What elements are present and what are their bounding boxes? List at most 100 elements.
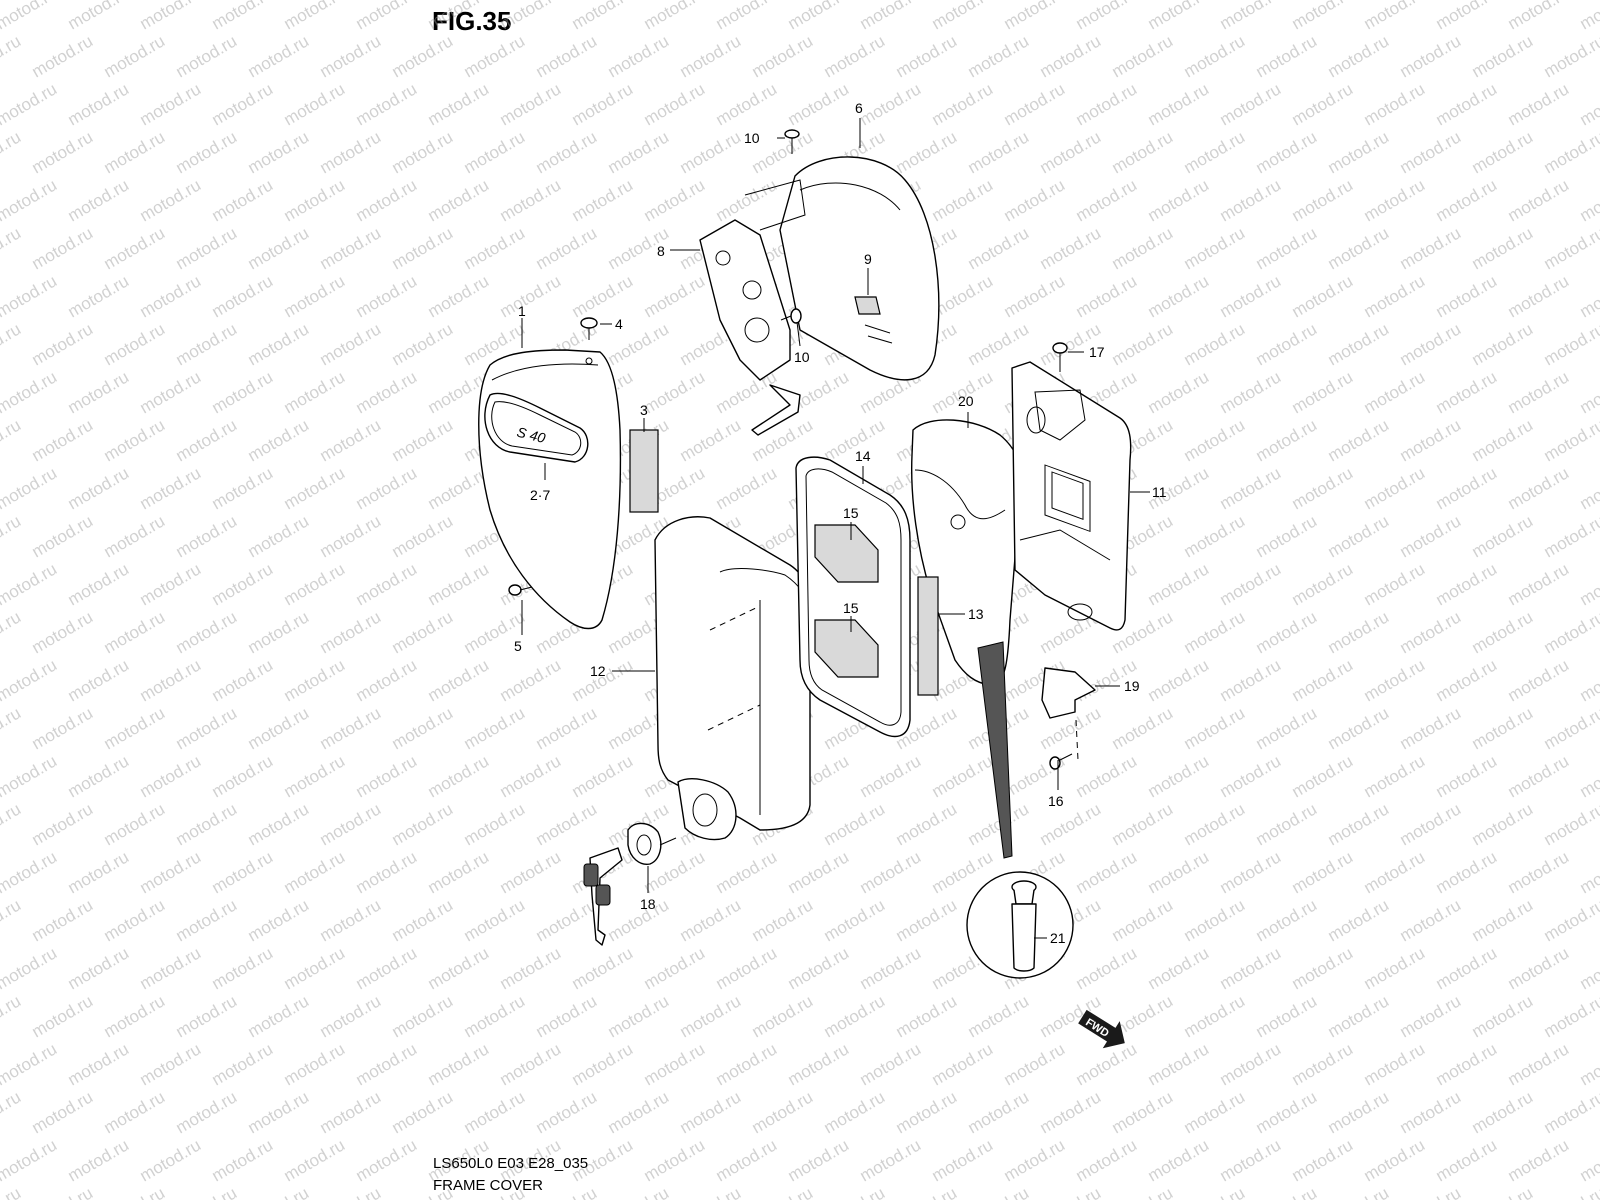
watermark-text: motod.ru xyxy=(1001,79,1069,129)
watermark-text: motod.ru xyxy=(1217,1135,1285,1185)
watermark-text: motod.ru xyxy=(605,31,673,81)
watermark-text: motod.ru xyxy=(65,463,133,513)
watermark-text: motod.ru xyxy=(317,1183,385,1200)
watermark-text: motod.ru xyxy=(1109,703,1177,753)
watermark-text: motod.ru xyxy=(281,79,349,129)
watermark-text: motod.ru xyxy=(317,127,385,177)
callout-11: 11 xyxy=(1152,484,1167,500)
watermark-text: motod.ru xyxy=(281,751,349,801)
watermark-text: motod.ru xyxy=(497,655,565,705)
callout-12: 12 xyxy=(590,663,606,679)
watermark-text: motod.ru xyxy=(929,79,997,129)
watermark-text: motod.ru xyxy=(1361,175,1429,225)
watermark-text: motod.ru xyxy=(1217,271,1285,321)
watermark-text: motod.ru xyxy=(821,895,889,945)
watermark-text: motod.ru xyxy=(1541,127,1600,177)
watermark-text: motod.ru xyxy=(29,703,97,753)
watermark-text: motod.ru xyxy=(461,799,529,849)
watermark-text: motod.ru xyxy=(857,0,925,33)
watermark-text: motod.ru xyxy=(1361,1135,1429,1185)
watermark-text: motod.ru xyxy=(1073,175,1141,225)
watermark-text: motod.ru xyxy=(1109,127,1177,177)
watermark-text: motod.ru xyxy=(389,703,457,753)
watermark-text: motod.ru xyxy=(1433,1039,1501,1089)
screw-5 xyxy=(508,584,533,596)
watermark-text: motod.ru xyxy=(1181,895,1249,945)
watermark-text: motod.ru xyxy=(281,655,349,705)
watermark-text: motod.ru xyxy=(1397,31,1465,81)
watermark-text: motod.ru xyxy=(713,463,781,513)
watermark-text: motod.ru xyxy=(1325,31,1393,81)
watermark-text: motod.ru xyxy=(209,943,277,993)
watermark-text: motod.ru xyxy=(29,511,97,561)
watermark-text: motod.ru xyxy=(1469,31,1537,81)
watermark-text: motod.ru xyxy=(0,127,24,177)
watermark-text: motod.ru xyxy=(785,1135,853,1185)
watermark-text: motod.ru xyxy=(65,655,133,705)
watermark-text: motod.ru xyxy=(1541,703,1600,753)
watermark-text: motod.ru xyxy=(1469,415,1537,465)
watermark-text: motod.ru xyxy=(173,799,241,849)
watermark-text: motod.ru xyxy=(281,559,349,609)
watermark-text: motod.ru xyxy=(1325,799,1393,849)
watermark-text: motod.ru xyxy=(1109,1087,1177,1137)
watermark-text: motod.ru xyxy=(317,895,385,945)
watermark-text: motod.ru xyxy=(749,31,817,81)
watermark-text: motod.ru xyxy=(965,319,1033,369)
watermark-text: motod.ru xyxy=(173,511,241,561)
watermark-text: motod.ru xyxy=(29,895,97,945)
watermark-text: motod.ru xyxy=(1361,847,1429,897)
watermark-text: motod.ru xyxy=(65,1135,133,1185)
part-14-frame xyxy=(795,456,911,738)
watermark-text: motod.ru xyxy=(137,367,205,417)
emblem-text: S 40 xyxy=(515,424,547,447)
watermark-text: motod.ru xyxy=(65,271,133,321)
callout-9: 9 xyxy=(864,251,872,267)
watermark-text: motod.ru xyxy=(533,799,601,849)
watermark-text: motod.ru xyxy=(101,511,169,561)
watermark-text: motod.ru xyxy=(65,175,133,225)
watermark-text: motod.ru xyxy=(1541,223,1600,273)
watermark-text: motod.ru xyxy=(137,175,205,225)
detail-21-circle xyxy=(966,641,1074,979)
callout-labels: 1 2·7 3 4 5 6 8 9 10 10 11 12 13 14 15 1… xyxy=(514,100,1167,946)
watermark-text: motod.ru xyxy=(1073,1135,1141,1185)
watermark-text: motod.ru xyxy=(137,463,205,513)
watermark-text: motod.ru xyxy=(461,127,529,177)
watermark-text: motod.ru xyxy=(641,1135,709,1185)
watermark-text: motod.ru xyxy=(1433,271,1501,321)
callout-20: 20 xyxy=(958,393,974,409)
watermark-text: motod.ru xyxy=(425,175,493,225)
watermark-text: motod.ru xyxy=(137,0,205,33)
watermark-text: motod.ru xyxy=(0,607,24,657)
watermark-text: motod.ru xyxy=(317,511,385,561)
watermark-text: motod.ru xyxy=(1469,991,1537,1041)
watermark-text: motod.ru xyxy=(101,127,169,177)
watermark-text: motod.ru xyxy=(1397,895,1465,945)
watermark-text: motod.ru xyxy=(533,127,601,177)
watermark-text: motod.ru xyxy=(569,271,637,321)
watermark-text: motod.ru xyxy=(65,79,133,129)
watermark-text: motod.ru xyxy=(1217,367,1285,417)
figure-title: FIG.35 xyxy=(432,6,512,36)
watermark-text: motod.ru xyxy=(1397,799,1465,849)
watermark-text: motod.ru xyxy=(317,799,385,849)
watermark-text: motod.ru xyxy=(173,1183,241,1200)
watermark-text: motod.ru xyxy=(1181,127,1249,177)
watermark-text: motod.ru xyxy=(1397,319,1465,369)
watermark-text: motod.ru xyxy=(389,223,457,273)
watermark-text: motod.ru xyxy=(1505,175,1573,225)
watermark-text: motod.ru xyxy=(461,31,529,81)
watermark-text: motod.ru xyxy=(1325,991,1393,1041)
watermark-text: motod.ru xyxy=(1397,511,1465,561)
watermark-text: motod.ru xyxy=(65,0,133,33)
watermark-text: motod.ru xyxy=(1145,751,1213,801)
watermark-text: motod.ru xyxy=(965,991,1033,1041)
watermark-text: motod.ru xyxy=(137,559,205,609)
watermark-text: motod.ru xyxy=(245,31,313,81)
watermark-text: motod.ru xyxy=(1361,79,1429,129)
watermark-text: motod.ru xyxy=(209,655,277,705)
watermark-text: motod.ru xyxy=(713,1135,781,1185)
watermark-text: motod.ru xyxy=(0,1087,24,1137)
